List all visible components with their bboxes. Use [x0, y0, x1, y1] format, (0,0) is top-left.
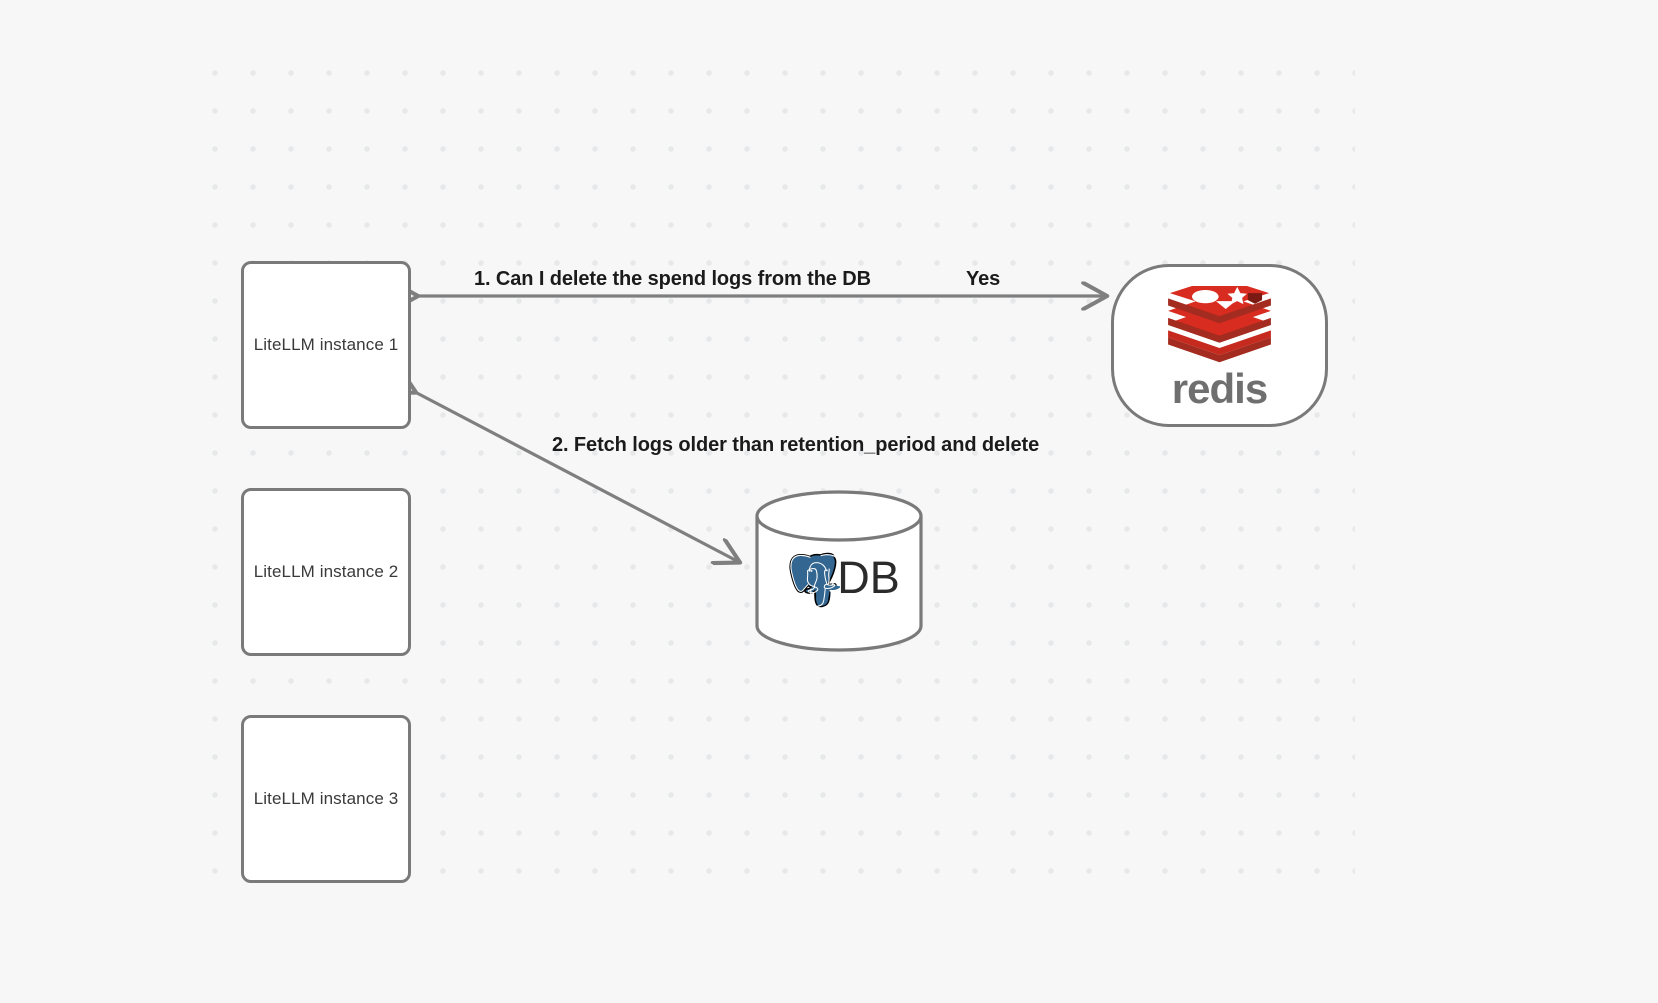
edge-label-1: 1. Can I delete the spend logs from the …	[474, 268, 871, 290]
node-litellm-instance-3-label: LiteLLM instance 3	[253, 789, 399, 808]
node-litellm-instance-2[interactable]: LiteLLM instance 2	[241, 488, 411, 656]
node-litellm-instance-1[interactable]: LiteLLM instance 1	[241, 261, 411, 429]
node-litellm-instance-3[interactable]: LiteLLM instance 3	[241, 715, 411, 883]
edge-litellm1-db	[415, 392, 739, 562]
node-db[interactable]: DB	[753, 490, 925, 652]
node-litellm-instance-2-label: LiteLLM instance 2	[253, 562, 399, 581]
redis-stack-icon	[1168, 285, 1271, 362]
postgresql-elephant-icon	[789, 552, 841, 608]
edge-label-yes: Yes	[966, 268, 1001, 290]
node-litellm-instance-1-label: LiteLLM instance 1	[253, 335, 399, 354]
edge-label-2: 2. Fetch logs older than retention_perio…	[552, 434, 1040, 456]
node-redis[interactable]: redis	[1111, 264, 1328, 427]
redis-logo: redis	[1162, 285, 1277, 412]
redis-wordmark: redis	[1171, 364, 1268, 412]
db-cylinder-shape	[755, 490, 923, 652]
db-label: DB	[837, 551, 900, 603]
